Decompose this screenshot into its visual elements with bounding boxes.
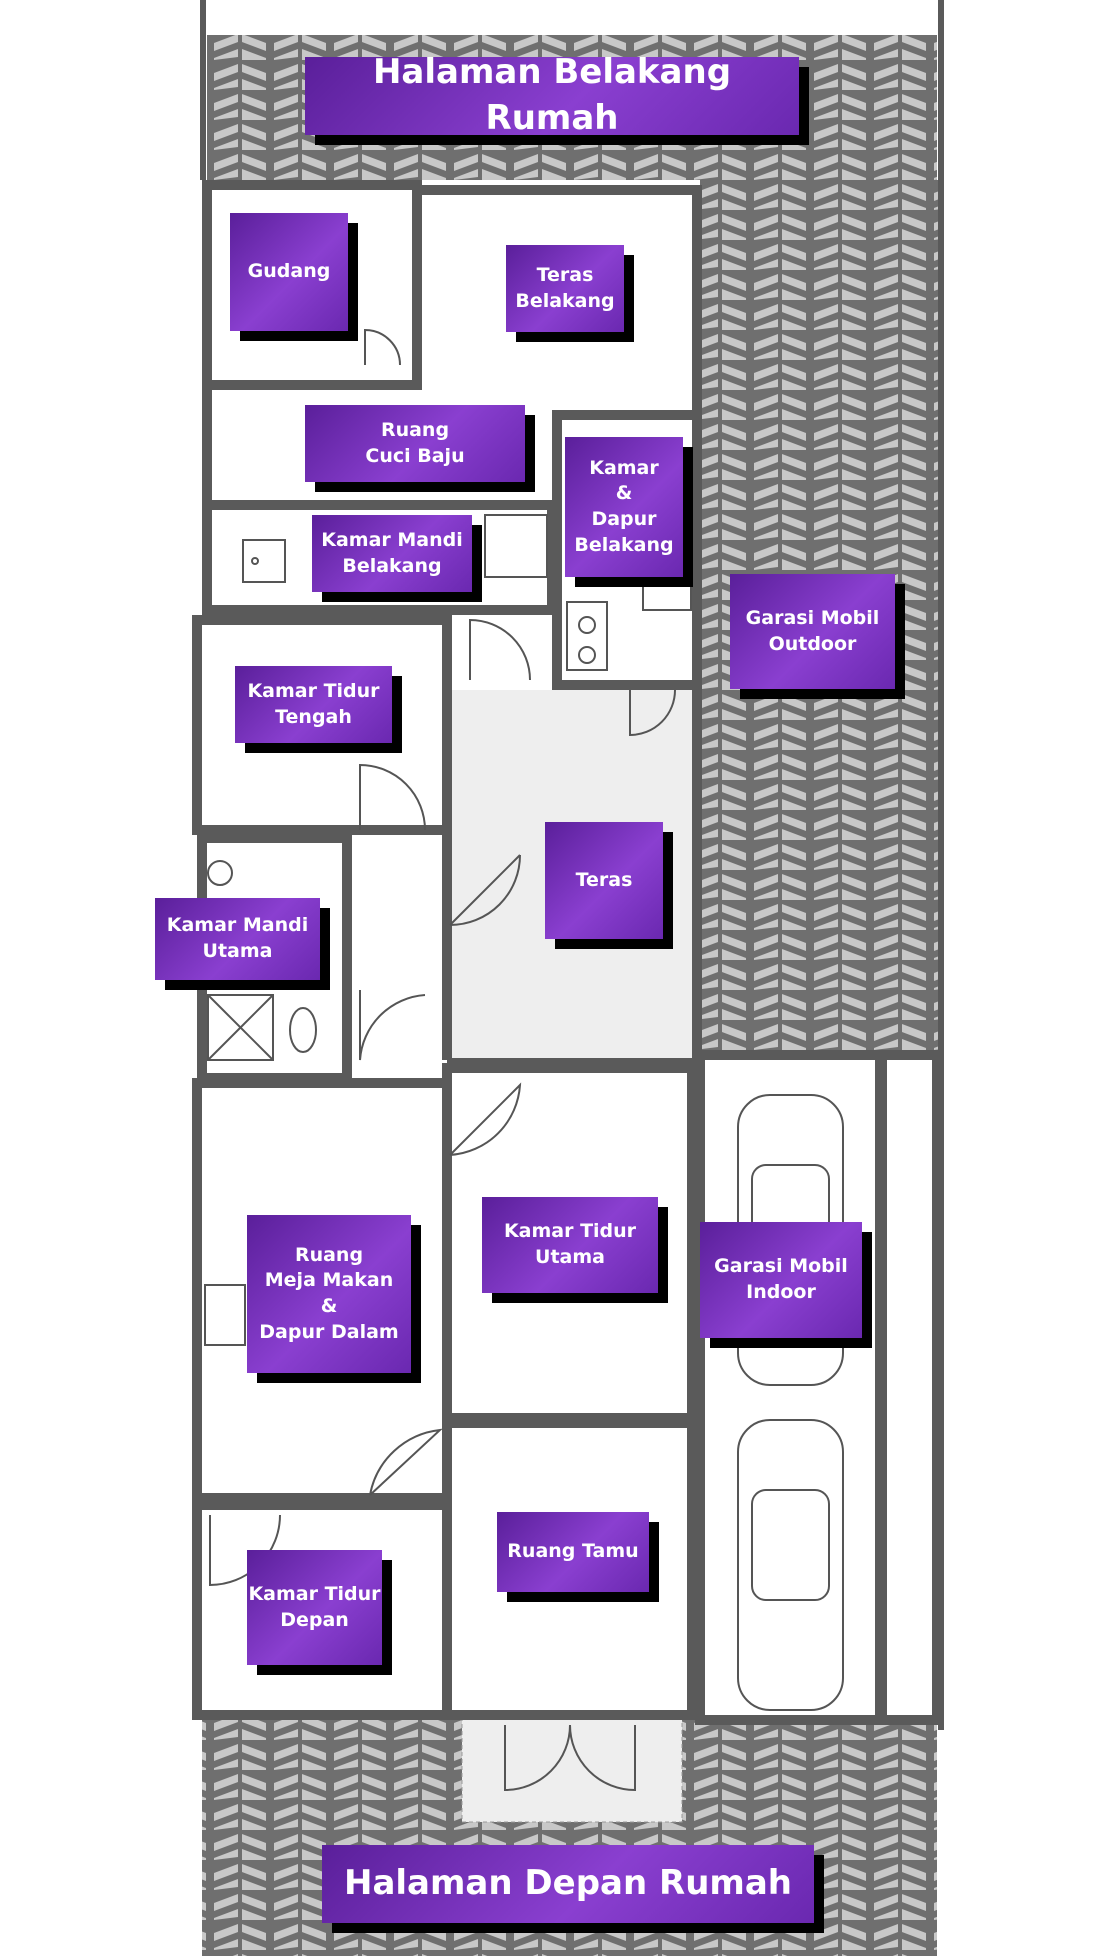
label-garasi-outdoor: Garasi Mobil Outdoor	[730, 574, 895, 689]
label-ruang-tamu: Ruang Tamu	[497, 1512, 649, 1592]
label-kamar-tidur-tengah: Kamar Tidur Tengah	[235, 666, 392, 743]
label-kamar-mandi-belakang: Kamar Mandi Belakang	[312, 515, 472, 592]
label-kamar-mandi-utama: Kamar Mandi Utama	[155, 898, 320, 980]
label-gudang: Gudang	[230, 213, 348, 331]
label-kamar-dapur-belakang: Kamar & Dapur Belakang	[565, 437, 683, 577]
label-ruang-cuci-baju: Ruang Cuci Baju	[305, 405, 525, 482]
fixtures	[204, 514, 692, 1346]
label-teras-belakang: Teras Belakang	[506, 245, 624, 332]
walls	[192, 180, 942, 1725]
label-ruang-makan-dapur: Ruang Meja Makan & Dapur Dalam	[247, 1215, 411, 1373]
label-kamar-tidur-utama: Kamar Tidur Utama	[482, 1197, 658, 1293]
label-halaman-belakang: Halaman Belakang Rumah	[305, 52, 799, 138]
cars	[737, 1094, 844, 1711]
label-halaman-depan: Halaman Depan Rumah	[322, 1845, 814, 1923]
entrance-landing	[461, 1711, 683, 1823]
label-teras: Teras	[545, 822, 663, 939]
label-garasi-indoor: Garasi Mobil Indoor	[700, 1222, 862, 1338]
label-kamar-tidur-depan: Kamar Tidur Depan	[247, 1550, 382, 1665]
